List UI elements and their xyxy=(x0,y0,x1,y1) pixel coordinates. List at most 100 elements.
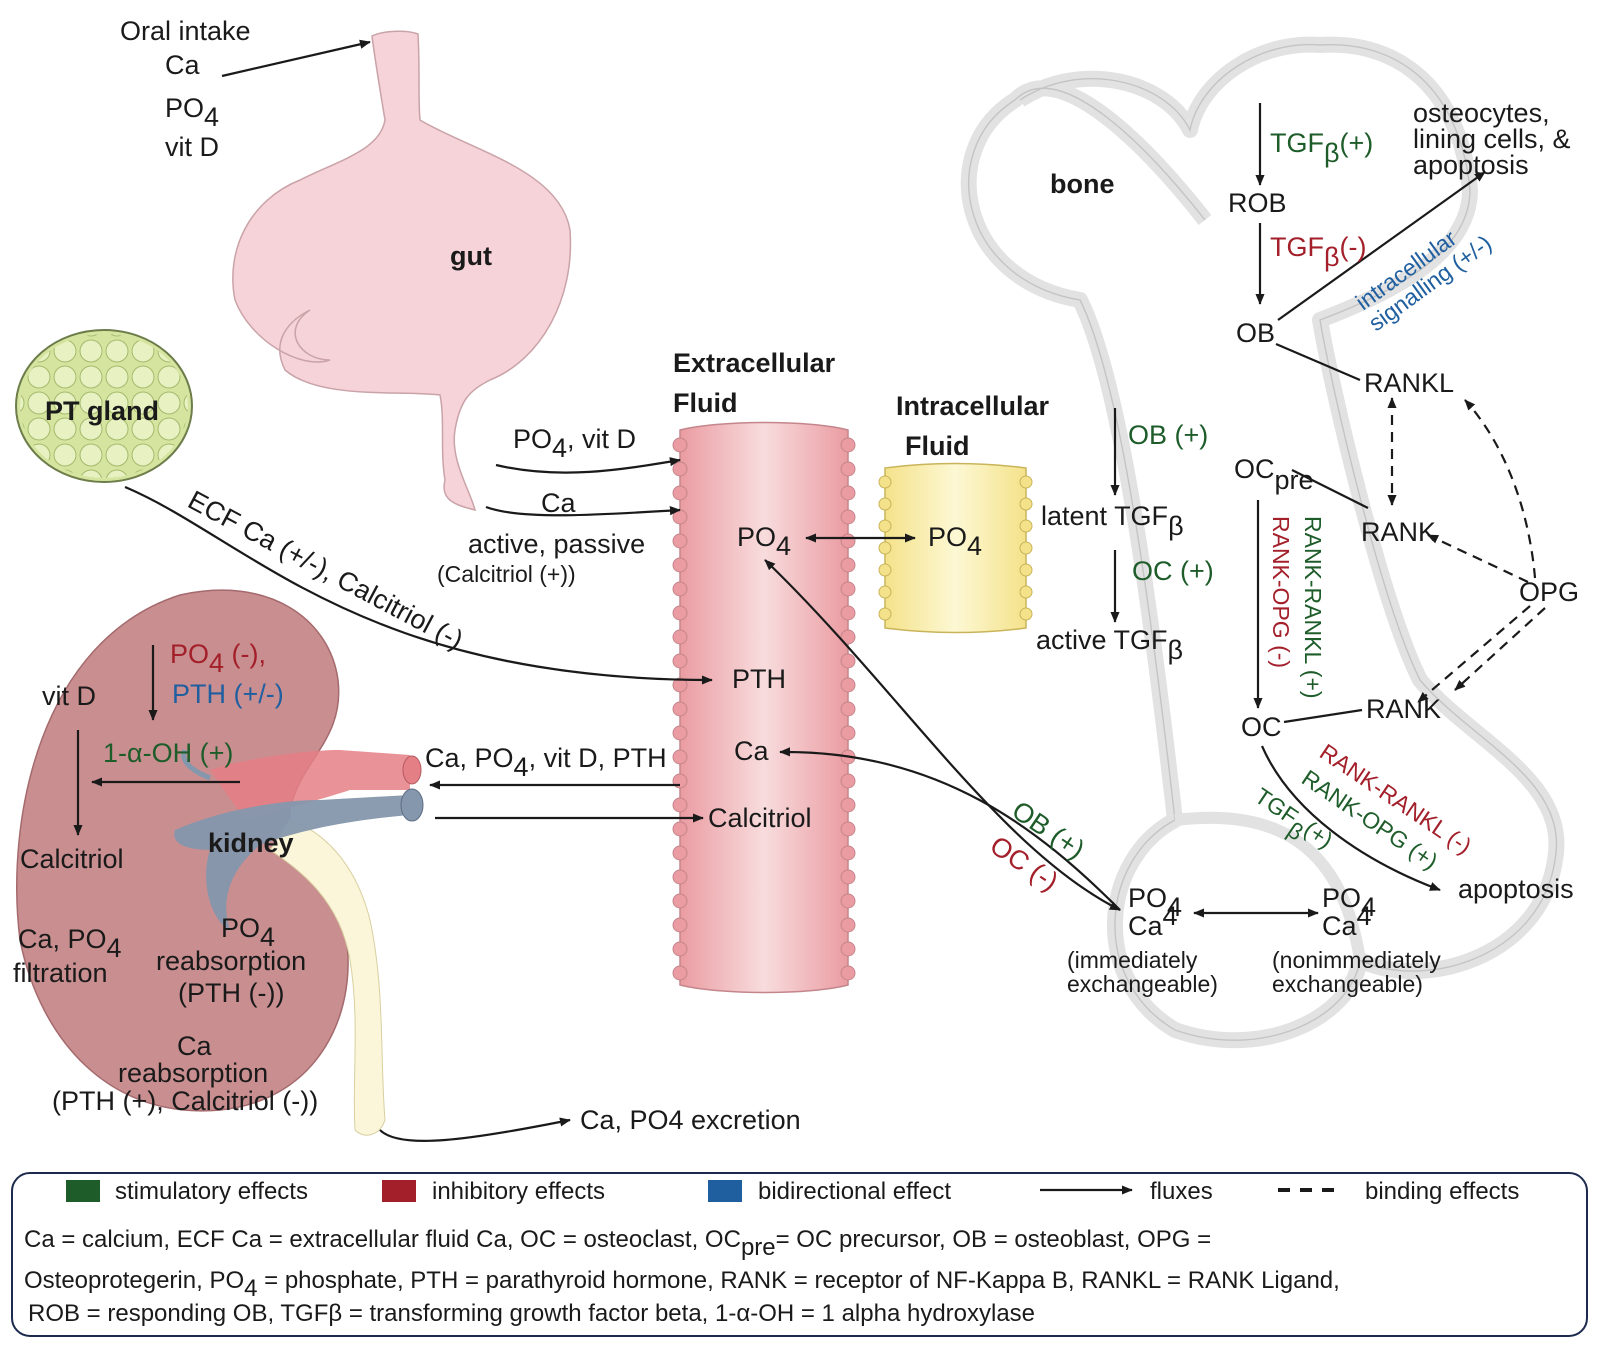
legend-fluxes: fluxes xyxy=(1150,1178,1213,1205)
oc-pre-label: OCpre xyxy=(1234,454,1314,495)
tube-wave-bump xyxy=(672,581,688,597)
oral-intake-labels: Oral intake Ca PO4 vit D xyxy=(120,16,251,162)
tube-wave-bump xyxy=(840,773,856,789)
tube-wave-bump xyxy=(840,725,856,741)
tube-wave-bump xyxy=(840,605,856,621)
tube-wave-bump xyxy=(1019,585,1033,599)
ecf-pth: PTH xyxy=(732,664,786,694)
tube-wave-bump xyxy=(840,581,856,597)
oral-intake-vitd: vit D xyxy=(165,132,219,162)
rob-label: ROB xyxy=(1228,188,1287,218)
rank-rankl-plus-vertical: RANK-RANKL (+) xyxy=(1300,516,1326,699)
gut-calcitriol-effect: (Calcitriol (+)) xyxy=(437,561,576,587)
legend-inhibitory: inhibitory effects xyxy=(432,1178,605,1205)
tube-wave-bump xyxy=(878,585,892,599)
gut-flux-labels: PO4, vit D Ca active, passive (Calcitrio… xyxy=(437,424,645,587)
tube-wave-bump xyxy=(840,653,856,669)
apoptosis-label: apoptosis xyxy=(1458,874,1574,904)
excretion-label: Ca, PO4 excretion xyxy=(580,1105,801,1135)
nonimmediate-po4: PO4 xyxy=(1322,883,1376,922)
bone-outline xyxy=(960,36,1565,1049)
ecf-calcitriol: Calcitriol xyxy=(708,803,812,833)
tube-wave-bump xyxy=(840,437,856,453)
kidney-ca-reabs-line2: reabsorption xyxy=(118,1058,268,1088)
pt-gland-label: PT gland xyxy=(45,396,159,426)
gut-po4-vitd-label: PO4, vit D xyxy=(513,424,636,463)
inhibitory-swatch xyxy=(382,1180,416,1202)
nonimmediate-line2: exchangeable) xyxy=(1272,971,1423,997)
tube-wave-bump xyxy=(672,797,688,813)
tube-wave-bump xyxy=(672,869,688,885)
tube-wave-bump xyxy=(672,437,688,453)
legend-definitions-line2: Osteoprotegerin, PO4 = phosphate, PTH = … xyxy=(24,1267,1340,1302)
ob-label: OB xyxy=(1236,318,1275,348)
tgf-activation-labels: OB (+) latent TGFβ OC (+) active TGFβ xyxy=(1036,420,1214,665)
legend-box: stimulatory effects inhibitory effects b… xyxy=(11,1172,1588,1337)
oral-intake-po4: PO4 xyxy=(165,93,219,132)
osteocytes-line2: lining cells, & xyxy=(1413,124,1571,154)
tube-wave-bump xyxy=(672,821,688,837)
kidney-labels: kidney vit D PO4 (-), PTH (+/-) 1-α-OH (… xyxy=(13,639,801,1135)
tube-wave-bump xyxy=(1019,497,1033,511)
bone-label: bone xyxy=(1050,169,1115,199)
legend-binding: binding effects xyxy=(1365,1178,1519,1205)
opg-label: OPG xyxy=(1519,577,1579,607)
tube-wave-bump xyxy=(672,965,688,981)
tube-wave-bump xyxy=(672,461,688,477)
tube-wave-bump xyxy=(672,677,688,693)
tube-wave-bump xyxy=(840,461,856,477)
tube-wave-bump xyxy=(840,965,856,981)
kidney-filtration-line1: Ca, PO4 xyxy=(18,924,122,963)
tube-wave-bump xyxy=(672,917,688,933)
to-kidney-flux-label: Ca, PO4, vit D, PTH xyxy=(425,743,667,782)
tube-wave-bump xyxy=(878,475,892,489)
kidney-shape xyxy=(16,589,424,1136)
kidney-ca-reabs-effect: (PTH (+), Calcitriol (-)) xyxy=(52,1086,318,1116)
tgf-beta-plus: TGFβ(+) xyxy=(1270,128,1373,168)
tube-wave-bump xyxy=(672,509,688,525)
bidirectional-swatch xyxy=(708,1180,742,1202)
tube-wave-bump xyxy=(840,677,856,693)
tube-wave-bump xyxy=(672,485,688,501)
tube-wave-bump xyxy=(672,629,688,645)
kidney-po4-reabs-po4: PO4 xyxy=(221,913,275,952)
osteocytes-line3: apoptosis xyxy=(1413,150,1529,180)
gut-ca-label: Ca xyxy=(541,488,576,518)
binding-arrows xyxy=(1387,397,1546,703)
kidney-po4-effect: PO4 (-), xyxy=(170,639,266,678)
ecf-title-line1: Extracellular xyxy=(673,348,836,378)
kidney-1-alpha-oh: 1-α-OH (+) xyxy=(103,738,233,768)
flux-arrows xyxy=(73,39,1486,1142)
gut-shape xyxy=(232,30,572,512)
ecf-tube xyxy=(672,421,856,994)
immediate-ca: Ca4 xyxy=(1128,901,1178,941)
legend-bidirectional: bidirectional effect xyxy=(758,1178,951,1205)
tube-wave-bump xyxy=(878,541,892,555)
osteocytes-line1: osteocytes, xyxy=(1413,98,1550,128)
bone-labels: bone TGFβ(+) ROB TGFβ(-) OB osteocytes, … xyxy=(985,98,1579,997)
tube-wave-bump xyxy=(672,653,688,669)
tube-wave-bump xyxy=(840,917,856,933)
tube-wave-bump xyxy=(672,749,688,765)
tube-wave-bump xyxy=(840,941,856,957)
kidney-po4-reabs-line2: reabsorption xyxy=(156,946,306,976)
tube-wave-bump xyxy=(672,557,688,573)
oral-intake-ca: Ca xyxy=(165,50,200,80)
kidney-pth-effect: PTH (+/-) xyxy=(172,679,284,709)
oral-intake-title: Oral intake xyxy=(120,16,251,46)
tube-wave-bump xyxy=(840,821,856,837)
kidney-filtration-line2: filtration xyxy=(13,958,108,988)
icf-po4: PO4 xyxy=(928,522,982,561)
tube-wave-bump xyxy=(840,485,856,501)
ecf-po4: PO4 xyxy=(737,522,791,561)
tube-wave-bump xyxy=(672,533,688,549)
immediate-line2: exchangeable) xyxy=(1067,971,1218,997)
tube-wave-bump xyxy=(672,725,688,741)
active-tgf-beta: active TGFβ xyxy=(1036,625,1183,665)
tube-wave-bump xyxy=(878,519,892,533)
tube-wave-bump xyxy=(1019,563,1033,577)
kidney-label: kidney xyxy=(208,828,294,858)
kidney-ca-reabs-line1: Ca xyxy=(177,1031,212,1061)
kidney-calcitriol: Calcitriol xyxy=(20,844,124,874)
